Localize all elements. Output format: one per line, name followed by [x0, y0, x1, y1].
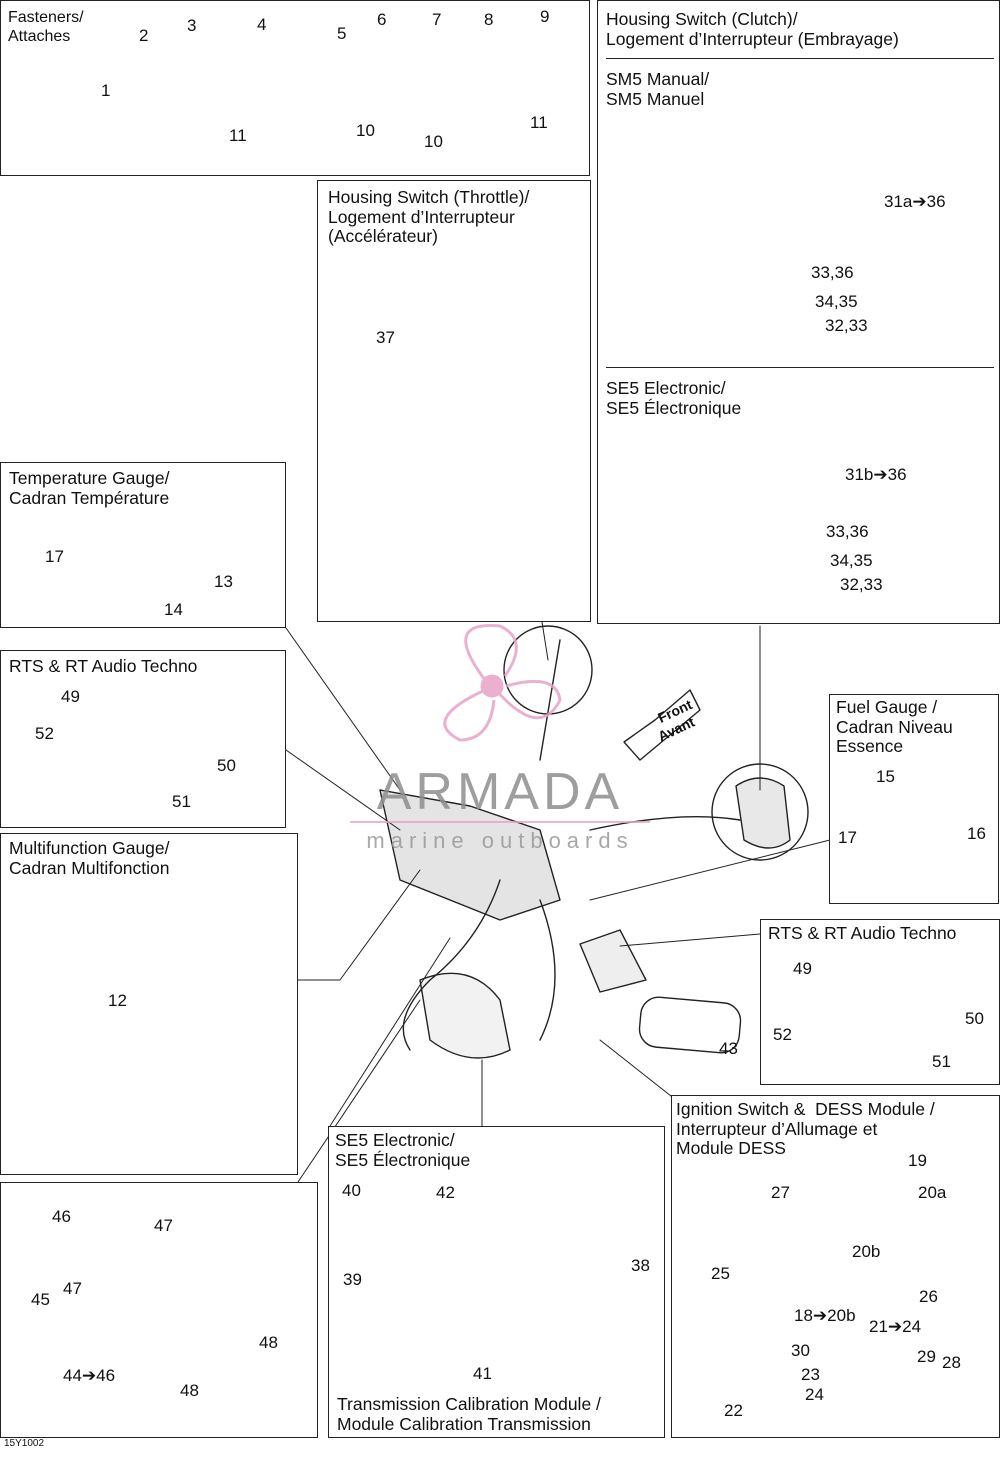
- part-label: 47: [154, 1216, 173, 1235]
- leader-lines: [285, 621, 831, 1183]
- part-label: 7: [432, 10, 442, 29]
- panel-title-transmission: Transmission Calibration Module / Module…: [337, 1394, 601, 1434]
- part-label: 49: [793, 959, 812, 978]
- panel-title-se5-top: SE5 Electronic/ SE5 Électronique: [606, 378, 742, 418]
- part-label: 16: [967, 824, 986, 843]
- part-label: 14: [164, 600, 183, 619]
- part-label: 47: [63, 1279, 82, 1298]
- part-label: 51: [932, 1052, 951, 1071]
- part-label: 17: [45, 547, 64, 566]
- panel-title-rts-right: RTS & RT Audio Techno: [768, 923, 957, 943]
- panel-title-fasteners: Fasteners/ Attaches: [8, 9, 84, 45]
- part-label: 15: [876, 767, 895, 786]
- part-label: 33,36: [811, 263, 854, 282]
- part-label: 17: [838, 828, 857, 847]
- part-label: 45: [31, 1290, 50, 1309]
- part-label: 50: [965, 1009, 984, 1028]
- panel-motor: [0, 1182, 318, 1438]
- panel-fuel: Fuel Gauge / Cadran Niveau Essence: [829, 694, 999, 904]
- part-label: 52: [35, 724, 54, 743]
- part-label: 31a➔36: [884, 192, 946, 211]
- part-label: 3: [187, 16, 197, 35]
- part-label: 40: [342, 1181, 361, 1200]
- part-label: 20a: [918, 1183, 947, 1202]
- panel-title-throttle: Housing Switch (Throttle)/ Logement d’In…: [328, 187, 530, 246]
- part-label: 38: [631, 1256, 650, 1275]
- part-label: 19: [908, 1151, 927, 1170]
- part-label: 44➔46: [63, 1366, 116, 1385]
- part-label: 37: [376, 328, 395, 347]
- panel-rts-left: RTS & RT Audio Techno: [0, 650, 286, 828]
- panel-rts-right: RTS & RT Audio Techno: [760, 919, 1000, 1085]
- panel-title-fuel: Fuel Gauge / Cadran Niveau Essence: [836, 697, 953, 756]
- panel-title-multifunction: Multifunction Gauge/ Cadran Multifonctio…: [9, 838, 170, 878]
- part-label: 23: [801, 1365, 820, 1384]
- part-label: 46: [52, 1207, 71, 1226]
- part-label: 32,33: [825, 316, 868, 335]
- part-label: 20b: [852, 1242, 881, 1261]
- part-label: 25: [711, 1264, 730, 1283]
- part-label: 42: [436, 1183, 455, 1202]
- part-label: 2: [139, 26, 149, 45]
- part-label: 1: [101, 81, 111, 100]
- part-label: 26: [919, 1287, 938, 1306]
- part-label: 24: [805, 1385, 824, 1404]
- clutch-divider-top: [606, 58, 994, 59]
- part-label: 41: [473, 1364, 492, 1383]
- part-label: 34,35: [815, 292, 858, 311]
- panel-title-temperature: Temperature Gauge/ Cadran Température: [9, 468, 170, 508]
- part-label: 28: [942, 1353, 961, 1372]
- part-label: 48: [180, 1381, 199, 1400]
- clutch-divider-mid: [606, 367, 994, 368]
- part-label: 50: [217, 756, 236, 775]
- watermark-brand: ARMADA: [376, 763, 624, 821]
- part-label: 27: [771, 1183, 790, 1202]
- panel-title-rts-left: RTS & RT Audio Techno: [9, 656, 198, 676]
- panel-title-ignition: Ignition Switch & DESS Module / Interrup…: [676, 1099, 935, 1158]
- watermark-tagline: marine outboards: [366, 828, 634, 853]
- part-label: 33,36: [826, 522, 869, 541]
- panel-clutch: Housing Switch (Clutch)/ Logement d’Inte…: [597, 0, 1000, 624]
- part-label: 9: [540, 7, 550, 26]
- panel-title-se5-bottom: SE5 Electronic/ SE5 Électronique: [335, 1130, 471, 1170]
- part-label: 6: [377, 10, 387, 29]
- part-label: 4: [257, 15, 267, 34]
- part-label: 31b➔36: [845, 465, 907, 484]
- part-label: 12: [108, 991, 127, 1010]
- part-label: 43: [719, 1039, 738, 1058]
- panel-throttle: Housing Switch (Throttle)/ Logement d’In…: [317, 180, 591, 622]
- part-label: 21➔24: [869, 1317, 922, 1336]
- part-label: 48: [259, 1333, 278, 1352]
- panel-se5-bottom: SE5 Electronic/ SE5 Électronique Transmi…: [328, 1126, 665, 1438]
- watermark-logo: [443, 623, 562, 742]
- part-label: 39: [343, 1270, 362, 1289]
- part-label: 52: [773, 1025, 792, 1044]
- part-label: 30: [791, 1341, 810, 1360]
- part-label: 18➔20b: [794, 1306, 856, 1325]
- part-label: 32,33: [840, 575, 883, 594]
- drawing-code: 15Y1002: [4, 1438, 45, 1449]
- part-label: 11: [229, 126, 247, 145]
- part-label: 34,35: [830, 551, 873, 570]
- part-label: 22: [724, 1401, 743, 1420]
- panel-temperature: Temperature Gauge/ Cadran Température: [0, 462, 286, 628]
- panel-ignition: Ignition Switch & DESS Module / Interrup…: [671, 1095, 1000, 1438]
- part-label: 13: [214, 572, 233, 591]
- part-label: 8: [484, 10, 494, 29]
- panel-fasteners: Fasteners/ Attaches: [0, 0, 590, 176]
- panel-title-sm5: SM5 Manual/ SM5 Manuel: [606, 69, 710, 109]
- part-label: 11: [530, 113, 548, 132]
- part-label: 51: [172, 792, 191, 811]
- panel-multifunction: Multifunction Gauge/ Cadran Multifonctio…: [0, 833, 298, 1175]
- part-label: 10: [424, 132, 443, 151]
- part-label: 5: [337, 24, 347, 43]
- part-label: 29: [917, 1347, 936, 1366]
- part-label: 10: [356, 121, 375, 140]
- panel-title-clutch: Housing Switch (Clutch)/ Logement d’Inte…: [606, 9, 899, 49]
- part-label: 49: [61, 687, 80, 706]
